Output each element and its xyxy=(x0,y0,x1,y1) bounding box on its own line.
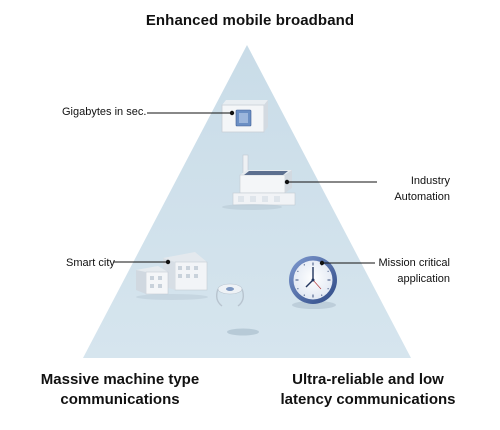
callout-gigabytes: Gigabytes in sec. xyxy=(62,106,147,118)
factory-icon xyxy=(222,154,296,210)
callout-dots xyxy=(165,110,325,266)
drone-icon xyxy=(215,283,259,336)
corner-right-line2: latency communications xyxy=(280,391,456,408)
corner-right-line1: Ultra-reliable and low xyxy=(292,371,444,388)
callout-lines xyxy=(114,112,377,264)
corner-left-line1: Massive machine type xyxy=(40,371,200,388)
city-buildings-icon xyxy=(136,252,208,300)
callout-smart-city: Smart city xyxy=(66,257,115,269)
callout-industry-line1: Industry xyxy=(410,175,450,187)
data-box-icon xyxy=(221,100,268,133)
callout-mission-line2: application xyxy=(397,273,450,285)
corner-left-line2: communications xyxy=(60,391,180,408)
corner-label-massive-machine: Massive machine type communications xyxy=(30,370,210,410)
corner-label-ultra-reliable: Ultra-reliable and low latency communica… xyxy=(268,370,468,410)
diagram-title: Enhanced mobile broadband xyxy=(145,12,355,29)
callout-mission-line1: Mission critical xyxy=(378,257,450,269)
callout-industry-automation: Industry Automation xyxy=(380,173,450,205)
clock-icon xyxy=(289,256,337,309)
callout-mission-critical: Mission critical application xyxy=(372,255,450,287)
callout-industry-line2: Automation xyxy=(394,191,450,203)
